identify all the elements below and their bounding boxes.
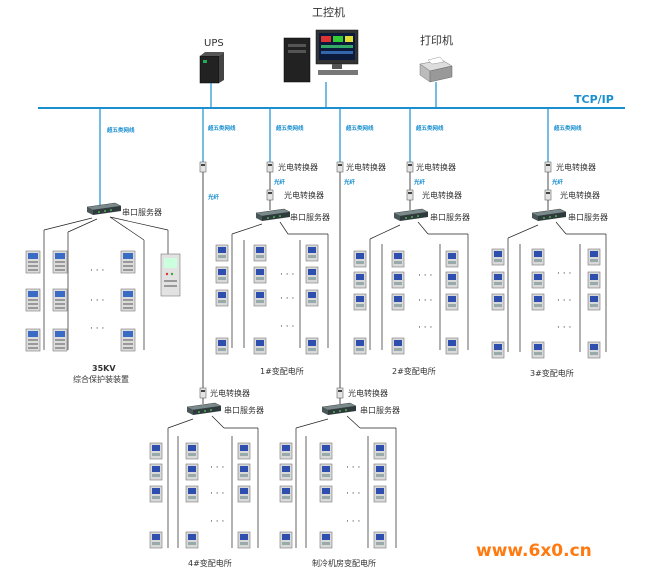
printer-icon [419, 56, 453, 83]
svg-text:· · ·: · · · [210, 463, 224, 473]
svg-text:超五类网线: 超五类网线 [553, 124, 582, 132]
branch-35kv: 超五类网线 串口服务器 · · · · · · · · · 35KV 综合保护装… [25, 108, 181, 384]
svg-text:光电转换器: 光电转换器 [346, 162, 386, 172]
svg-text:光纤: 光纤 [343, 178, 356, 186]
watermark-text: www.6x0.cn [476, 541, 592, 561]
station-1-title: 1#变配电所 [260, 366, 304, 376]
station-35kv-title: 35KV [92, 364, 116, 373]
svg-text:串口服务器: 串口服务器 [430, 212, 470, 222]
ups-label: UPS [204, 38, 224, 49]
station-refrigeration-title: 制冷机房变配电所 [312, 558, 376, 568]
svg-text:光纤: 光纤 [207, 193, 220, 201]
svg-text:· · ·: · · · [280, 294, 294, 304]
svg-text:串口服务器: 串口服务器 [568, 212, 608, 222]
svg-text:· · ·: · · · [280, 270, 294, 280]
workstation-icon [283, 29, 359, 83]
branch-station-2: 超五类网线 光电转换器 光纤 超五类网线 光电转换器 光纤 光电转换器 串口服务… [336, 108, 470, 388]
station-2-title: 2#变配电所 [392, 366, 436, 376]
ethernet-label: 超五类网线 [106, 126, 135, 134]
svg-text:· · ·: · · · [346, 463, 360, 473]
svg-text:超五类网线: 超五类网线 [207, 124, 236, 132]
station-3-title: 3#变配电所 [530, 368, 574, 378]
ipc-label: 工控机 [312, 5, 345, 19]
svg-text:超五类网线: 超五类网线 [275, 124, 304, 132]
svg-text:光纤: 光纤 [413, 178, 426, 186]
svg-text:光电转换器: 光电转换器 [416, 162, 456, 172]
svg-text:光电转换器: 光电转换器 [348, 388, 388, 398]
svg-text:· · ·: · · · [557, 269, 571, 279]
svg-text:光电转换器: 光电转换器 [210, 388, 250, 398]
svg-text:光电转换器: 光电转换器 [278, 162, 318, 172]
svg-text:· · ·: · · · [90, 266, 104, 276]
svg-text:· · ·: · · · [346, 489, 360, 499]
svg-text:光电转换器: 光电转换器 [556, 162, 596, 172]
svg-text:· · ·: · · · [418, 323, 432, 333]
station-35kv-subtitle: 综合保护装装置 [73, 374, 129, 384]
svg-text:光纤: 光纤 [273, 178, 286, 186]
svg-text:· · ·: · · · [346, 517, 360, 527]
svg-text:· · ·: · · · [557, 323, 571, 333]
svg-text:光电转换器: 光电转换器 [560, 190, 600, 200]
svg-text:· · ·: · · · [90, 324, 104, 334]
branch-station-refrigeration: 光电转换器 串口服务器 · · · · · · · · · 制冷机房变配电所 [279, 387, 400, 568]
svg-text:· · ·: · · · [557, 296, 571, 306]
svg-text:光电转换器: 光电转换器 [284, 190, 324, 200]
tcpip-label: TCP/IP [574, 93, 614, 106]
svg-text:光电转换器: 光电转换器 [422, 190, 462, 200]
svg-text:· · ·: · · · [280, 322, 294, 332]
svg-text:光纤: 光纤 [551, 178, 564, 186]
svg-text:串口服务器: 串口服务器 [224, 405, 264, 415]
branch-station-1: 超五类网线 光纤 超五类网线 光电转换器 光纤 光电转换器 串口服务器 · · … [199, 108, 330, 388]
svg-text:· · ·: · · · [210, 517, 224, 527]
svg-text:· · ·: · · · [418, 271, 432, 281]
converter-icon [199, 161, 207, 173]
ups-icon [199, 52, 224, 84]
svg-text:· · ·: · · · [210, 489, 224, 499]
branch-station-3: 超五类网线 光电转换器 光纤 光电转换器 串口服务器 · · · · · · ·… [491, 108, 608, 378]
printer-label: 打印机 [420, 33, 453, 47]
svg-text:超五类网线: 超五类网线 [415, 124, 444, 132]
svg-text:串口服务器: 串口服务器 [360, 405, 400, 415]
branch-station-4: 光电转换器 串口服务器 · · · · · · · · · 4#变配电所 [149, 387, 264, 568]
svg-text:串口服务器: 串口服务器 [290, 212, 330, 222]
serial-server-label: 串口服务器 [122, 207, 162, 217]
station-4-title: 4#变配电所 [188, 558, 232, 568]
svg-text:超五类网线: 超五类网线 [345, 124, 374, 132]
svg-text:· · ·: · · · [418, 296, 432, 306]
svg-text:· · ·: · · · [90, 296, 104, 306]
serial-server-icon [86, 202, 122, 216]
control-cabinet-icon [160, 253, 181, 297]
